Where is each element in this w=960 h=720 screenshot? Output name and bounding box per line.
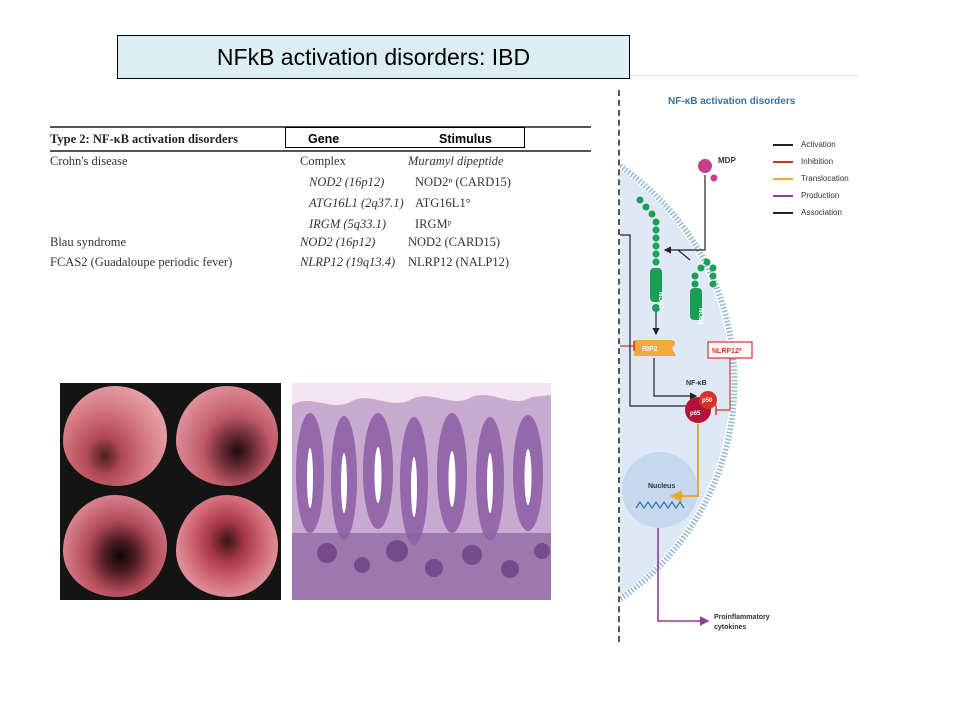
mdp-icon — [698, 159, 712, 173]
table-cell-stimulus: Muramyl dipeptide — [408, 154, 504, 168]
table-cell-stimulus: IRGMᵖ — [415, 217, 452, 231]
legend-item: Translocation — [801, 174, 849, 183]
histology-graphic — [292, 383, 551, 600]
cytokines-label: Proinflammatory — [714, 614, 770, 621]
cytokines-label: cytokines — [714, 624, 746, 631]
p65-label: p65 — [690, 411, 701, 417]
endoscopy-quadrant — [63, 495, 167, 597]
rip2-label: RIP2 — [642, 346, 658, 353]
endoscopy-image — [60, 383, 281, 600]
legend-swatch-activation — [773, 144, 793, 146]
table-header-rule — [50, 150, 591, 152]
table-cell-stimulus: NOD2 (CARD15) — [408, 235, 501, 249]
table-top-rule — [50, 126, 591, 128]
nod2-label: NOD2 — [697, 308, 703, 325]
legend-item: Inhibition — [801, 157, 834, 166]
legend-swatch-translocation — [773, 178, 793, 180]
dashed-separator — [618, 90, 620, 642]
gene-stimulus-header: Gene Stimulus — [285, 127, 525, 148]
legend-swatch-production — [773, 195, 793, 197]
nod2-chain — [636, 196, 662, 312]
nlrp12-label: NLRP12* — [712, 348, 742, 355]
endoscopy-quadrant — [176, 495, 278, 597]
p50-subunit — [699, 391, 717, 409]
histology-image — [292, 383, 551, 600]
nucleus — [622, 452, 698, 528]
legend-swatch-inhibition — [773, 161, 793, 163]
table-cell-gene: IRGM (5q33.1) — [309, 217, 387, 231]
mdp-label: MDP — [718, 156, 736, 165]
nucleus-label: Nucleus — [648, 483, 675, 490]
table-cell-stimulus: ATG16L1° — [415, 196, 471, 210]
table-cell-stimulus: NLRP12 (NALP12) — [408, 255, 510, 269]
legend-swatch-association — [773, 212, 793, 214]
table-cell-disease: Crohn's disease — [50, 154, 128, 168]
table-cell-gene: Complex — [300, 154, 346, 168]
legend-item: Production — [801, 191, 840, 200]
endoscopy-quadrant — [63, 386, 167, 486]
nod2-label: NOD2 — [657, 292, 663, 309]
table-cell-disease: Blau syndrome — [50, 235, 127, 249]
endoscopy-quadrant — [176, 386, 278, 486]
table-cell-gene: NOD2 (16p12) — [300, 235, 376, 249]
slide-title: NFkB activation disorders: IBD — [117, 35, 630, 79]
divider-line — [630, 75, 858, 76]
legend-item: Association — [801, 208, 842, 217]
legend-item: Activation — [801, 140, 836, 149]
nfkb-pathway-diagram: NF-κB activation disorders MDP NOD2 NOD2… — [620, 96, 796, 631]
table-cell-gene: NLRP12 (19q13.4) — [300, 255, 396, 269]
diagram-title: NF-κB activation disorders — [668, 96, 796, 107]
gene-header-label: Gene — [308, 132, 340, 146]
table-cell-stimulus: NOD2ⁿ (CARD15) — [415, 175, 511, 189]
nfkb-label: NF-κB — [686, 380, 707, 387]
mdp-icon — [710, 174, 718, 182]
stimulus-header-label: Stimulus — [439, 132, 492, 146]
table-cell-disease: FCAS2 (Guadaloupe periodic fever) — [50, 255, 233, 269]
dna-icon — [635, 500, 685, 510]
table-title: Type 2: NF-κB activation disorders — [50, 132, 238, 146]
table-cell-gene: NOD2 (16p12) — [309, 175, 385, 189]
rip2-protein — [634, 340, 676, 356]
nod2-hairpin — [690, 258, 717, 320]
p50-label: p50 — [702, 398, 713, 404]
table-cell-gene: ATG16L1 (2q37.1) — [309, 196, 404, 210]
